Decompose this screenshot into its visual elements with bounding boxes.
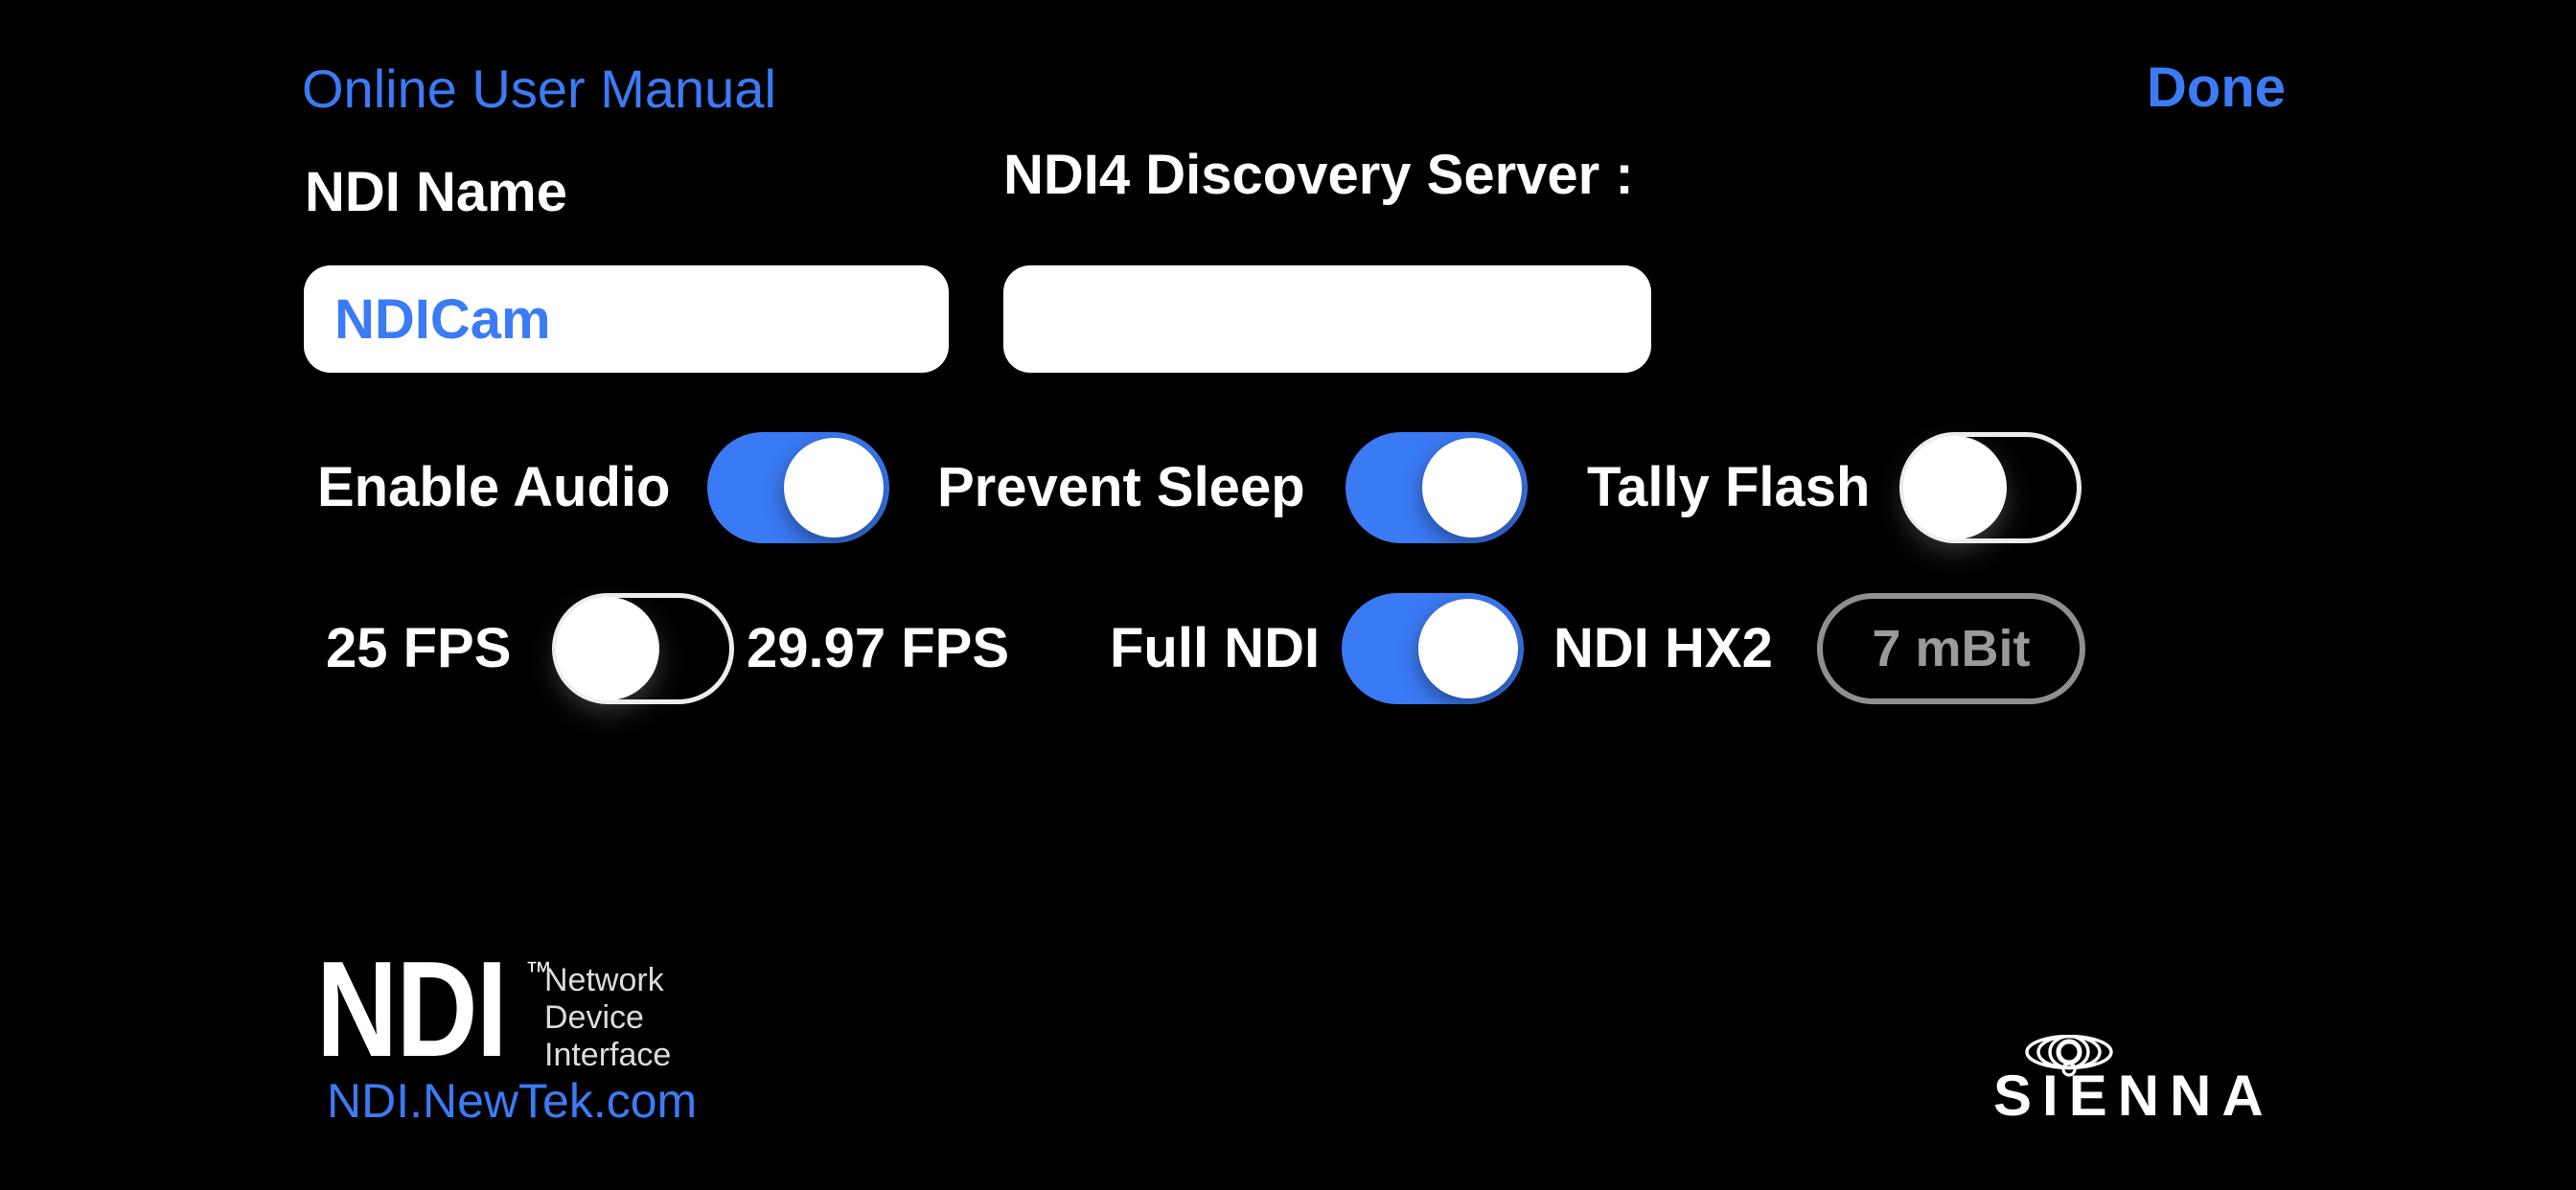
prevent-sleep-toggle[interactable]: [1346, 432, 1528, 543]
sienna-logo: SIENNA: [1993, 1064, 2274, 1128]
ndi-name-input[interactable]: [304, 265, 949, 373]
ndi-hx2-label: NDI HX2: [1553, 617, 1773, 679]
discovery-server-label: NDI4 Discovery Server :: [1003, 144, 1634, 206]
done-button[interactable]: Done: [2147, 57, 2286, 119]
ndi-tagline-line: Interface: [544, 1037, 672, 1073]
toggle-knob: [1422, 438, 1522, 538]
toggle-knob: [784, 438, 884, 538]
ndi-trademark: ™: [525, 956, 552, 986]
discovery-server-input[interactable]: [1003, 265, 1651, 373]
prevent-sleep-label: Prevent Sleep: [937, 456, 1305, 518]
sienna-lens-icon: [2025, 1035, 2113, 1077]
fps-25-label: 25 FPS: [326, 617, 512, 679]
toggle-knob: [1903, 436, 2007, 539]
ndi-tagline-line: Device: [544, 999, 644, 1036]
tally-flash-label: Tally Flash: [1587, 456, 1871, 518]
ndi-tagline: Network Device Interface: [544, 962, 671, 1074]
enable-audio-label: Enable Audio: [317, 456, 671, 518]
fps-2997-label: 29.97 FPS: [747, 617, 1010, 679]
ndi-name-label: NDI Name: [305, 161, 567, 223]
fps-toggle[interactable]: [552, 593, 734, 704]
toggle-knob: [556, 597, 659, 700]
tally-flash-toggle[interactable]: [1899, 432, 2082, 543]
online-user-manual-link[interactable]: Online User Manual: [302, 58, 776, 119]
enable-audio-toggle[interactable]: [707, 432, 889, 543]
ndi-mode-toggle[interactable]: [1342, 593, 1524, 704]
bitrate-button[interactable]: 7 mBit: [1817, 593, 2085, 704]
ndi-tagline-line: Network: [544, 962, 664, 998]
full-ndi-label: Full NDI: [1110, 617, 1321, 679]
ndi-logo: NDI: [316, 933, 508, 1086]
toggle-knob: [1418, 599, 1518, 698]
ndi-newtek-link[interactable]: NDI.NewTek.com: [327, 1074, 698, 1128]
